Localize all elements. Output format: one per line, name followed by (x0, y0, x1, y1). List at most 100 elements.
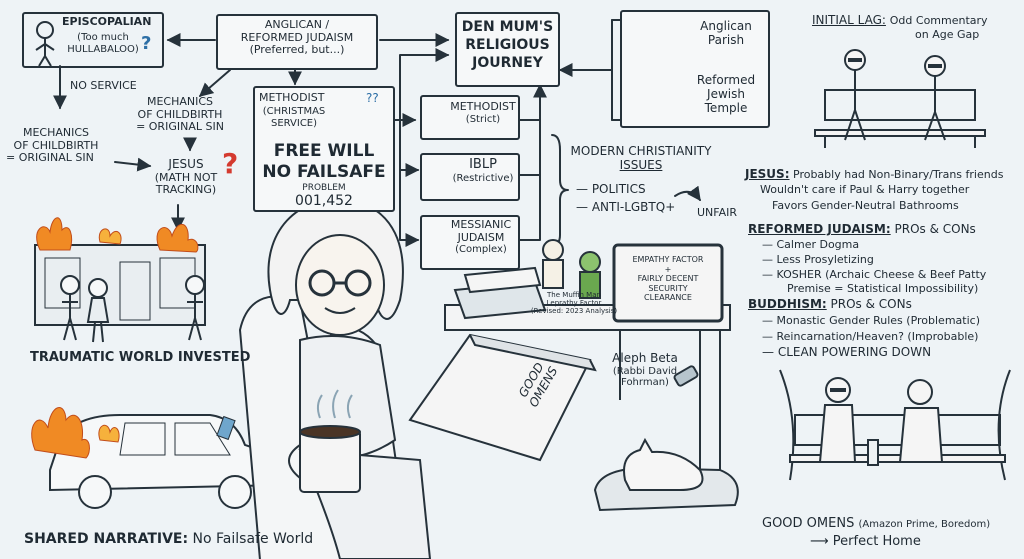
issues-line: ISSUES (619, 157, 663, 172)
reformed-item: — Less Prosyletizing (762, 253, 874, 266)
temple-line: Temple (704, 100, 748, 115)
arrow-anglican-mechanics (198, 69, 231, 97)
strict-sub: (Strict) (465, 113, 501, 125)
coffee-mug-icon (288, 389, 361, 493)
question-mark-icon: ? (141, 33, 152, 54)
muffin-line: (Revised: 2023 Analysis) (530, 307, 618, 316)
mech-line: = ORIGINAL SIN (6, 151, 94, 165)
episcopalian-title: EPISCOPALIAN (62, 15, 152, 28)
sleeping-cat-icon (593, 437, 739, 512)
initial-lag: INITIAL LAG: Odd Commentary (812, 13, 988, 28)
reformed-item: — Calmer Dogma (762, 238, 860, 251)
jesus-sub: (MATH NOT (154, 170, 218, 184)
reformed-item: — KOSHER (Archaic Cheese & Beef Patty (762, 268, 987, 281)
iblp-box (420, 153, 520, 201)
issue-politics: — POLITICS (576, 182, 646, 196)
sub-line: HULLABALOO) (67, 43, 139, 55)
muffin-line: The Muffin Man (547, 291, 601, 299)
episcopalian-box (22, 12, 164, 68)
good-omens-title: GOOD OMENS (762, 516, 855, 531)
muffin-line: Leprathy Factor (546, 299, 602, 308)
shared-narrative: SHARED NARRATIVE: No Failsafe World (24, 531, 313, 547)
worried-people-icon (60, 275, 205, 343)
problem-number: 001,452 (295, 193, 353, 209)
brace-issues (551, 134, 569, 246)
title-box: DEN MUM'S RELIGIOUS JOURNEY (455, 12, 560, 87)
messianic-line: MESSIANIC (450, 218, 512, 231)
unfair-label: UNFAIR (697, 206, 738, 219)
page-title: DEN MUM'S RELIGIOUS JOURNEY (457, 18, 558, 73)
buddhism-suffix: PROs & CONs (830, 297, 912, 311)
figurines-icon (542, 239, 601, 299)
good-omens-label: GOOD OMENS (Amazon Prime, Boredom) (762, 516, 991, 532)
jesus-sub: TRACKING) (155, 183, 217, 197)
free-will-label: FREE WILL (273, 141, 375, 161)
jesus-note-line-3: Favors Gender-Neutral Bathrooms (772, 199, 959, 212)
good-omens-sub: (Amazon Prime, Boredom) (858, 519, 991, 530)
jesus-note-line: Probably had Non-Binary/Trans friends (793, 168, 1004, 181)
shared-text: No Failsafe World (192, 531, 314, 547)
messianic-line: JUDAISM (457, 230, 505, 244)
red-question-icon: ? (222, 147, 239, 180)
iblp-text: IBLP (Restrictive) (448, 157, 518, 184)
reformed-judaism-heading: REFORMED JUDAISM: PROs & CONs (748, 222, 976, 237)
park-bench-top-icon (814, 49, 986, 148)
empathy-card-text: EMPATHY FACTOR + FAIRLY DECENT SECURITY … (618, 255, 718, 303)
jesus-notes: JESUS: Probably had Non-Binary/Trans fri… (745, 167, 1004, 182)
reformed-item: Premise = Statistical Impossibility) (787, 282, 979, 295)
buddhism-item: — Monastic Gender Rules (Problematic) (762, 314, 980, 327)
buddhism-label: BUDDHISM: (748, 297, 827, 311)
title-line-1: DEN MUM'S (461, 19, 554, 35)
aleph-title: Aleph Beta (612, 351, 678, 365)
anglican-line: ANGLICAN / (264, 18, 330, 31)
shared-label: SHARED NARRATIVE: (24, 531, 189, 547)
episcopalian-sub: (Too much HULLABALOO) (64, 32, 142, 55)
episcopalian-figure-icon (35, 21, 55, 67)
modern-issues-title: MODERN CHRISTIANITY ISSUES (566, 144, 716, 173)
problem-label: PROBLEM (302, 183, 346, 193)
mechanics-right: MECHANICS OF CHILDBIRTH = ORIGINAL SIN (120, 95, 240, 134)
anglican-line: REFORMED JUDAISM (240, 30, 354, 44)
methodist-christmas-box (253, 86, 395, 212)
muffin-man-caption: The Muffin Man Leprathy Factor (Revised:… (524, 291, 624, 315)
reformed-suffix: PROs & CONs (894, 222, 976, 236)
anglican-box (216, 14, 378, 70)
aleph-beta: Aleph Beta (Rabbi David Fohrman) (590, 351, 700, 389)
mech-line: OF CHILDBIRTH (13, 138, 99, 152)
buddhism-item: — Reincarnation/Heaven? (Improbable) (762, 330, 979, 343)
parishes-box (620, 10, 770, 128)
woman-reading-icon (267, 198, 432, 559)
title-line-3: JOURNEY (472, 55, 543, 72)
burning-building-icon (34, 217, 206, 326)
anglican-parish-label: Anglican Parish (686, 19, 766, 48)
buddhism-item: — CLEAN POWERING DOWN (762, 345, 932, 359)
no-failsafe-label: NO FAILSAFE (262, 162, 386, 182)
anglican-sub: (Preferred, but...) (249, 43, 345, 57)
methodist-sub-line: (CHRISTMAS (262, 106, 326, 117)
iblp-sub: (Restrictive) (452, 172, 514, 184)
methodist-sub: (CHRISTMAS SERVICE) (259, 106, 329, 129)
empathy-line: CLEARANCE (644, 293, 692, 303)
temple-line: Jewish (707, 86, 745, 101)
methodist-question-icon: ?? (366, 91, 379, 105)
arrow-to-title-1 (399, 48, 450, 121)
jesus-note-line-2: Wouldn't care if Paul & Harry together (760, 183, 970, 196)
no-service-label: NO SERVICE (70, 79, 137, 92)
messianic-box (420, 215, 520, 270)
methodist-strict-text: METHODIST (Strict) (448, 100, 518, 125)
iblp-title: IBLP (469, 157, 497, 172)
strict-title: METHODIST (450, 100, 516, 113)
initial-lag-text-2: on Age Gap (915, 28, 980, 41)
sub-line: (Too much (77, 32, 129, 43)
initial-lag-text: Odd Commentary (889, 14, 988, 27)
messianic-sub: (Complex) (455, 244, 507, 256)
buddhism-heading: BUDDHISM: PROs & CONs (748, 297, 912, 312)
empathy-line: SECURITY (648, 283, 688, 293)
messianic-text: MESSIANIC JUDAISM (Complex) (444, 218, 518, 256)
mechanics-left: MECHANICS OF CHILDBIRTH = ORIGINAL SIN (6, 126, 106, 165)
mech-line: OF CHILDBIRTH (137, 107, 223, 121)
empathy-frame-icon (612, 243, 724, 323)
methodist-strict-box (420, 95, 520, 140)
traumatic-world-label: TRAUMATIC WORLD INVESTED (30, 350, 251, 365)
